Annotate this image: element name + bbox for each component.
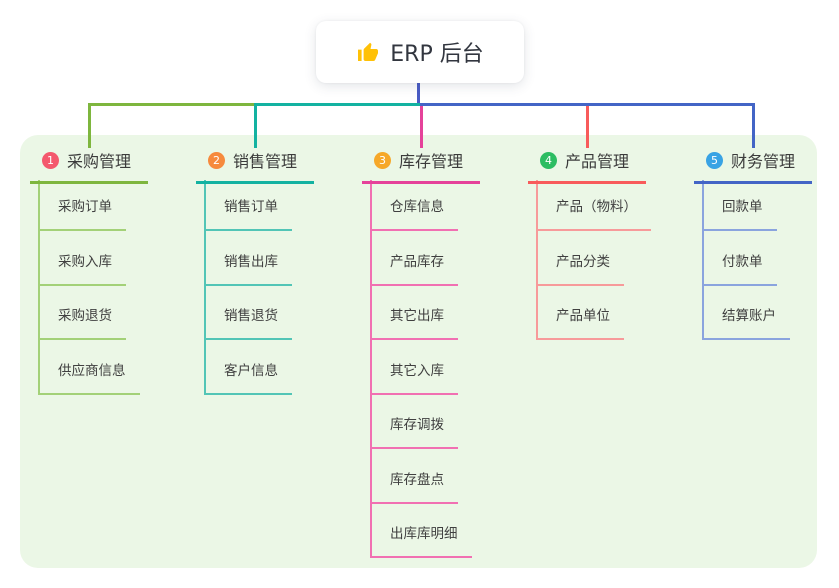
child-label: 产品单位 xyxy=(556,308,610,324)
child-label: 销售出库 xyxy=(224,254,278,270)
child-label: 仓库信息 xyxy=(390,199,444,215)
root-node[interactable]: ERP 后台 xyxy=(316,21,524,83)
child-label: 销售订单 xyxy=(224,199,278,215)
branch-node-1[interactable]: 1 采购管理 xyxy=(30,148,148,184)
branch-label: 产品管理 xyxy=(565,152,630,171)
child-label: 产品（物料） xyxy=(556,199,637,215)
child-label: 销售退货 xyxy=(224,308,278,324)
connector-stub xyxy=(253,106,257,148)
child-node[interactable]: 产品库存 xyxy=(370,252,458,286)
branch-child-spine xyxy=(38,180,40,395)
child-label: 出库库明细 xyxy=(390,526,458,542)
child-node[interactable]: 销售退货 xyxy=(204,306,292,340)
child-node[interactable]: 销售出库 xyxy=(204,252,292,286)
child-label: 客户信息 xyxy=(224,363,278,379)
child-label: 其它出库 xyxy=(390,308,444,324)
child-node[interactable]: 销售订单 xyxy=(204,197,292,231)
child-node[interactable]: 付款单 xyxy=(702,252,777,286)
child-node[interactable]: 采购退货 xyxy=(38,306,126,340)
connector-h-right xyxy=(419,103,755,106)
child-node[interactable]: 库存盘点 xyxy=(370,470,458,504)
branch-number-badge: 1 xyxy=(42,151,59,169)
branch-node-5[interactable]: 5 财务管理 xyxy=(694,148,812,184)
branch-label: 财务管理 xyxy=(731,152,796,171)
connector-stub xyxy=(419,106,423,148)
branch-child-spine xyxy=(204,180,206,395)
child-label: 供应商信息 xyxy=(58,363,126,379)
mindmap-panel xyxy=(20,135,817,568)
branch-label: 销售管理 xyxy=(233,152,298,171)
child-label: 采购订单 xyxy=(58,199,112,215)
branch-child-spine xyxy=(370,180,372,558)
branch-label: 采购管理 xyxy=(67,152,132,171)
connector-stub xyxy=(751,106,755,148)
branch-number-badge: 4 xyxy=(540,151,557,169)
child-node[interactable]: 产品单位 xyxy=(536,306,624,340)
child-label: 结算账户 xyxy=(722,308,776,324)
branch-child-spine xyxy=(702,180,704,340)
child-node[interactable]: 结算账户 xyxy=(702,306,790,340)
child-node[interactable]: 采购订单 xyxy=(38,197,126,231)
child-node[interactable]: 出库库明细 xyxy=(370,524,472,558)
child-node[interactable]: 供应商信息 xyxy=(38,361,140,395)
root-label: ERP 后台 xyxy=(390,42,484,67)
thumbs-up-icon xyxy=(356,40,380,64)
child-label: 库存盘点 xyxy=(390,472,444,488)
child-label: 产品分类 xyxy=(556,254,610,270)
branch-node-4[interactable]: 4 产品管理 xyxy=(528,148,646,184)
branch-node-2[interactable]: 2 销售管理 xyxy=(196,148,314,184)
child-node[interactable]: 仓库信息 xyxy=(370,197,458,231)
child-label: 付款单 xyxy=(722,254,763,270)
connector-root-line xyxy=(416,82,420,104)
child-node[interactable]: 其它入库 xyxy=(370,361,458,395)
child-label: 采购入库 xyxy=(58,254,112,270)
child-label: 产品库存 xyxy=(390,254,444,270)
branch-number-badge: 2 xyxy=(208,151,225,169)
child-node[interactable]: 客户信息 xyxy=(204,361,292,395)
branch-number-badge: 5 xyxy=(706,151,723,169)
child-node[interactable]: 其它出库 xyxy=(370,306,458,340)
branch-child-spine xyxy=(536,180,538,340)
connector-stub xyxy=(585,106,589,148)
child-node[interactable]: 回款单 xyxy=(702,197,777,231)
connector-stub xyxy=(87,106,91,148)
connector-h-left-2 xyxy=(253,103,423,106)
child-node[interactable]: 采购入库 xyxy=(38,252,126,286)
child-label: 其它入库 xyxy=(390,363,444,379)
branch-node-3[interactable]: 3 库存管理 xyxy=(362,148,480,184)
child-label: 采购退货 xyxy=(58,308,112,324)
child-node[interactable]: 库存调拨 xyxy=(370,415,458,449)
child-label: 库存调拨 xyxy=(390,417,444,433)
child-node[interactable]: 产品（物料） xyxy=(536,197,651,231)
connector-h-left-1 xyxy=(87,103,257,106)
child-node[interactable]: 产品分类 xyxy=(536,252,624,286)
branch-label: 库存管理 xyxy=(399,152,464,171)
child-label: 回款单 xyxy=(722,199,763,215)
branch-number-badge: 3 xyxy=(374,151,391,169)
